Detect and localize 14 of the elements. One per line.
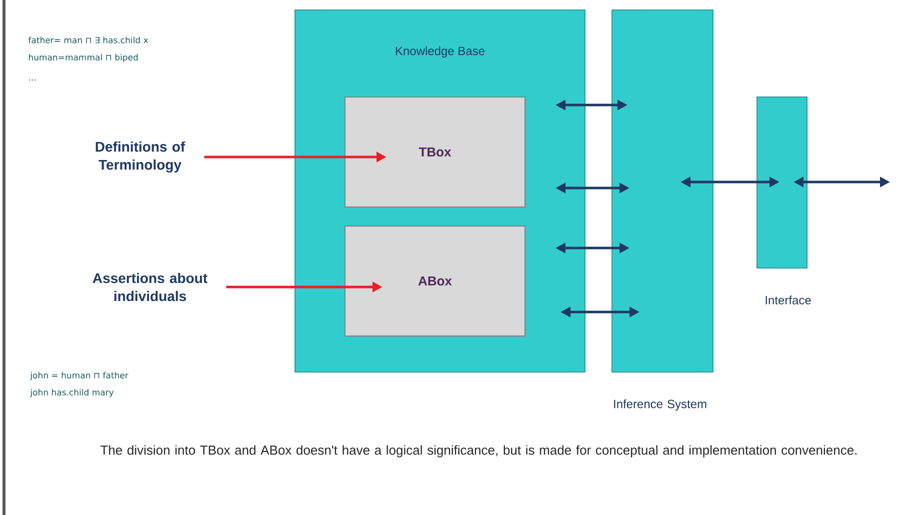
box: ABox (344, 226, 526, 336)
formula-text: ... (29, 79, 36, 81)
definition-text: Assertions about individuals (92, 272, 208, 302)
formula-text: father= man ⊓ ∃ has.child x (28, 36, 148, 44)
box: TBox (344, 96, 526, 208)
formula-text: john has.child mary (30, 388, 114, 398)
node-label: Inference System (614, 399, 706, 411)
caption: The division into TBox and ABox doesn't have a logical significance, but is made for conceptual and implementation convenience. (100, 445, 856, 458)
formula-text: human=mammal ⊓ biped (28, 54, 138, 62)
system-box: Interface (756, 96, 811, 304)
definition-text: Definitions of Terminology (96, 141, 186, 173)
node-label: Interface (766, 296, 811, 304)
system-box: Inference System (612, 10, 714, 411)
formula-text: john = human ⊓ father (30, 372, 128, 380)
